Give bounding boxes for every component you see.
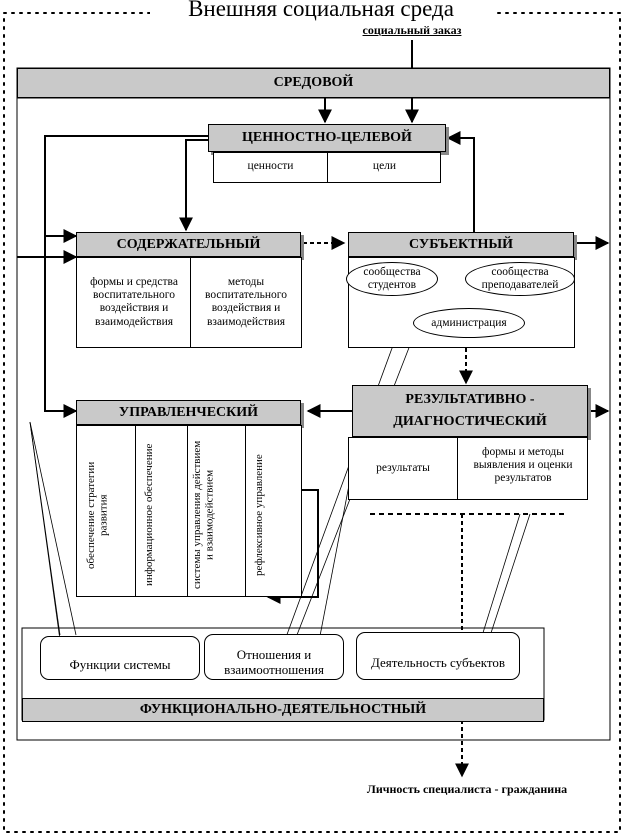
diagram-title: Внешняя социальная среда (150, 0, 492, 23)
cell-strategy: обеспечение стратегии развития (85, 461, 110, 569)
social-order-label: социальный заказ (362, 23, 462, 37)
result-label: Личность специалиста - гражданина (366, 782, 568, 796)
level-rezultativno: РЕЗУЛЬТАТИВНО - ДИАГНОСТИЧЕСКИЙ (352, 385, 588, 437)
level-soderzhatelny: СОДЕРЖАТЕЛЬНЫЙ (76, 232, 301, 257)
cell-results: результаты (376, 462, 430, 474)
oval-students: сообщества студентов (346, 262, 438, 296)
level-funkcionalno: ФУНКЦИОНАЛЬНО-ДЕЯТЕЛЬНОСТНЫЙ (22, 698, 544, 722)
cell-goals: цели (372, 160, 397, 172)
level-upravlenchesky: УПРАВЛЕНЧЕСКИЙ (76, 400, 301, 425)
environment-frame (3, 12, 621, 833)
cell-information: информационное обеспечение (143, 443, 155, 587)
cell-action-management: системы управления действием и взаимодей… (191, 440, 216, 590)
cell-assessment: формы и методы выявления и оценки резуль… (473, 446, 573, 485)
cell-reflexive: рефлексивное управление (253, 454, 265, 576)
cell-methods: методы воспитательного воздействия и вза… (205, 276, 287, 328)
item-subject-activity: Деятельность субъектов (356, 632, 520, 680)
cennostno-body: ценности цели (213, 152, 441, 183)
oval-administration: администрация (413, 308, 525, 338)
oval-teachers: сообщества преподавателей (465, 262, 575, 296)
level-subektny: СУБЪЕКТНЫЙ (348, 232, 574, 257)
level-cennostno: ЦЕННОСТНО-ЦЕЛЕВОЙ (208, 124, 446, 152)
item-system-functions: Функции системы (40, 636, 200, 680)
soderzhatelny-body: формы и средства воспитательного воздейс… (76, 257, 302, 348)
upravlenchesky-body: обеспечение стратегии развития информаци… (76, 425, 302, 597)
rezultativno-body: результаты формы и методы выявления и оц… (348, 437, 588, 500)
level-sredovoy: СРЕДОВОЙ (17, 68, 610, 98)
item-relations: Отношения и взаимоотношения (204, 634, 344, 680)
cell-values: ценности (247, 160, 294, 172)
cell-forms-means: формы и средства воспитательного воздейс… (90, 276, 178, 328)
